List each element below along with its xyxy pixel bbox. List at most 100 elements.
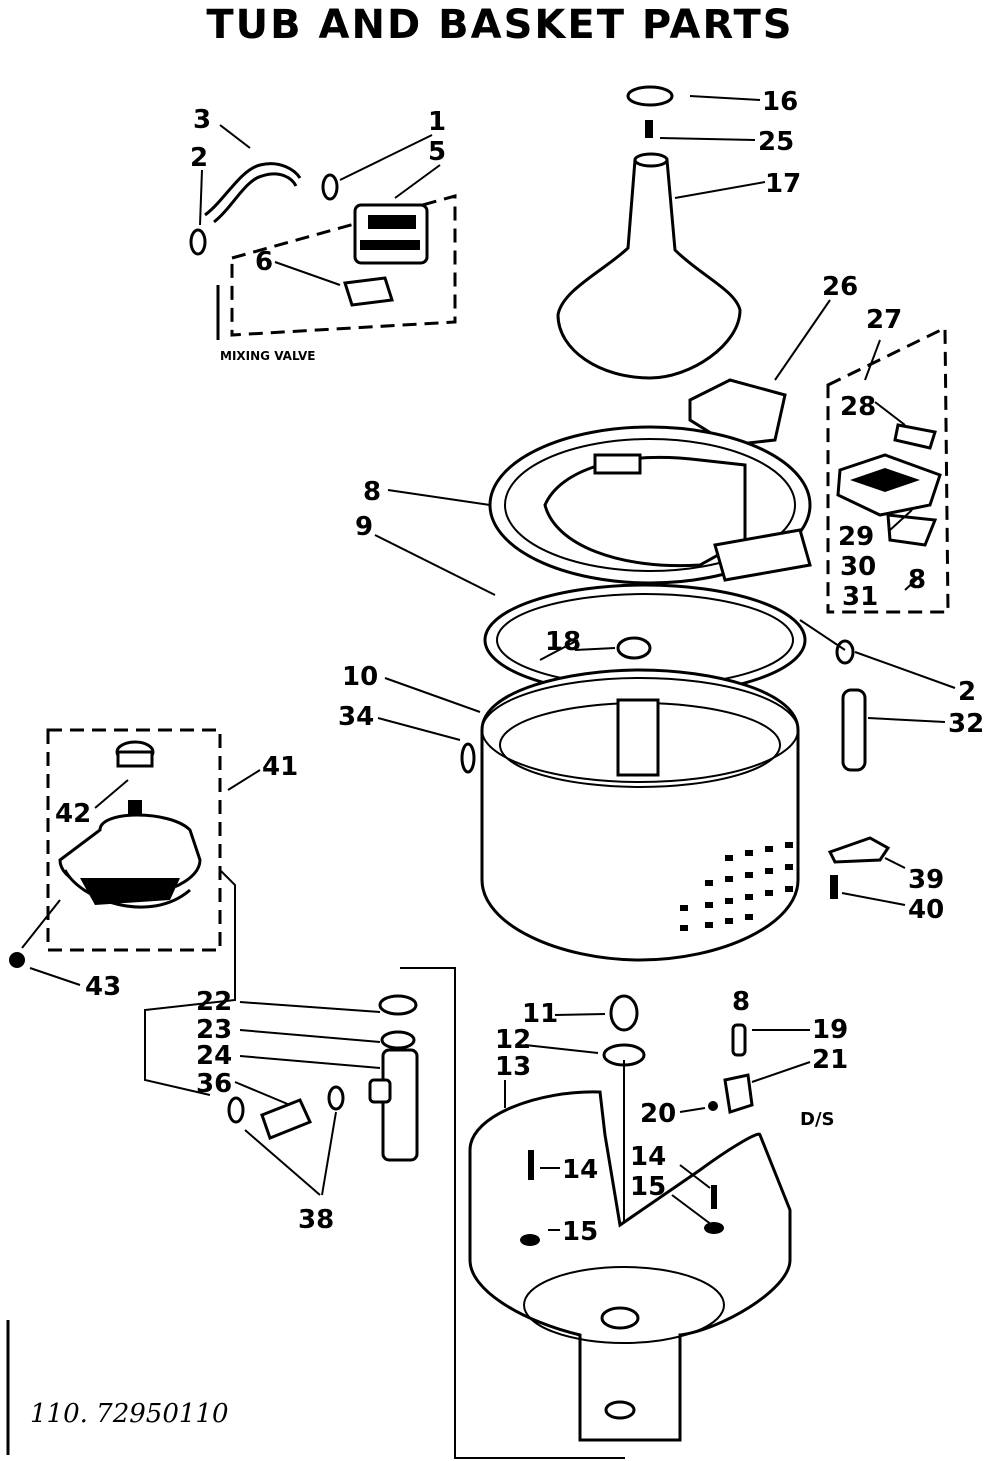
pipe-elbow xyxy=(368,1078,392,1104)
tub-rim xyxy=(481,677,799,783)
bearing-11 xyxy=(609,994,639,1032)
leader-16 xyxy=(689,95,761,101)
tub-holes xyxy=(680,842,793,931)
part-20 xyxy=(708,1101,718,1111)
drain-leader xyxy=(400,967,625,1459)
label-part: 20 xyxy=(640,1099,676,1129)
label-part: 42 xyxy=(55,799,91,829)
label-part: 2 xyxy=(958,677,976,707)
label-part: 25 xyxy=(758,127,794,157)
pipe-24 xyxy=(381,1048,419,1162)
clamp-38b xyxy=(227,1096,245,1124)
pump-screw-43 xyxy=(9,952,25,968)
leader-43 xyxy=(29,967,81,986)
label-part: 16 xyxy=(762,87,798,117)
leader-20 xyxy=(679,1107,706,1113)
leader-23 xyxy=(239,1029,381,1043)
parts-19-21 xyxy=(679,1023,811,1114)
ring-23 xyxy=(380,1030,416,1050)
pump-group xyxy=(9,728,261,986)
mixing-valve-detail xyxy=(360,240,420,250)
part-21 xyxy=(723,1073,754,1114)
label-part: 12 xyxy=(495,1025,531,1055)
label-part: 3 xyxy=(193,105,211,135)
label-part: 30 xyxy=(840,552,876,582)
leader-12 xyxy=(524,1044,599,1054)
leader-14b xyxy=(679,1164,711,1189)
leader-42 xyxy=(94,779,129,809)
label-part: 21 xyxy=(812,1045,848,1075)
hose-32-group xyxy=(799,619,956,772)
outer-tub-hub xyxy=(600,1306,640,1330)
label-part: 1 xyxy=(428,107,446,137)
label-part: 27 xyxy=(866,305,902,335)
leader-25 xyxy=(659,137,756,141)
label-part: 6 xyxy=(255,247,273,277)
tub-basket xyxy=(480,668,800,962)
leader-6 xyxy=(274,261,341,286)
leader-21 xyxy=(751,1061,811,1083)
label-part: 36 xyxy=(196,1069,232,1099)
tub-ring-inner xyxy=(504,438,796,572)
leader-15b xyxy=(671,1194,713,1226)
leader-18 xyxy=(574,647,616,651)
dispenser-part-30 xyxy=(886,513,938,547)
lint-filter-group xyxy=(688,299,831,447)
screw-40 xyxy=(830,875,838,899)
pump-impeller xyxy=(80,878,180,905)
hose-part-32 xyxy=(841,688,867,772)
dispenser-part-28 xyxy=(893,423,937,450)
leader-38 xyxy=(244,1129,321,1196)
tub-nut-18 xyxy=(616,636,652,660)
label-part: 11 xyxy=(522,999,558,1029)
label-part: 41 xyxy=(262,752,298,782)
tub-clip-34 xyxy=(460,742,476,774)
label-part: 40 xyxy=(908,895,944,925)
leader-2b xyxy=(854,651,956,689)
pump-dashed-box xyxy=(46,728,222,952)
part-19 xyxy=(731,1023,747,1057)
agitator-body xyxy=(556,158,742,380)
dispenser-group xyxy=(826,325,950,614)
label-part: 14 xyxy=(562,1155,598,1185)
washer-part xyxy=(189,228,207,256)
label-part: 24 xyxy=(196,1041,232,1071)
leader-31 xyxy=(904,577,919,591)
label-part: 17 xyxy=(765,169,801,199)
part-labels: 3 2 1 5 6 MIXING VALVE 16 25 17 26 27 28… xyxy=(30,87,984,1429)
bolt-14 xyxy=(528,1150,534,1180)
mixing-valve-group xyxy=(189,124,457,340)
label-part: 2 xyxy=(190,143,208,173)
label-part: 8 xyxy=(908,565,926,595)
label-part: 26 xyxy=(822,272,858,302)
mixing-valve-label: MIXING VALVE xyxy=(220,349,315,363)
leader-18b xyxy=(539,639,579,661)
parts-39-40 xyxy=(827,836,906,906)
label-part: 23 xyxy=(196,1015,232,1045)
tub-ring-tab xyxy=(593,453,642,475)
drain-group xyxy=(144,869,625,1459)
leader-5 xyxy=(394,164,441,199)
dispenser-grid xyxy=(850,468,920,492)
label-part: 22 xyxy=(196,987,232,1017)
model-number: 110. 72950110 xyxy=(30,1399,229,1429)
tub-group xyxy=(374,425,812,962)
leader-24 xyxy=(239,1055,381,1069)
leader-3 xyxy=(219,124,251,149)
leader-39 xyxy=(884,857,906,869)
leader-9 xyxy=(374,534,496,596)
label-part: 43 xyxy=(85,972,121,1002)
label-part: 28 xyxy=(840,392,876,422)
label-part: 39 xyxy=(908,865,944,895)
leader-28 xyxy=(874,401,906,426)
label-part: 14 xyxy=(630,1142,666,1172)
label-part: 15 xyxy=(630,1172,666,1202)
tub-inner-post xyxy=(616,698,660,777)
hose-part xyxy=(204,162,302,217)
label-part: 8 xyxy=(363,477,381,507)
label-part: 38 xyxy=(298,1205,334,1235)
label-part: 29 xyxy=(838,522,874,552)
tub-ring-spout xyxy=(713,528,812,582)
leader-40 xyxy=(841,892,906,906)
